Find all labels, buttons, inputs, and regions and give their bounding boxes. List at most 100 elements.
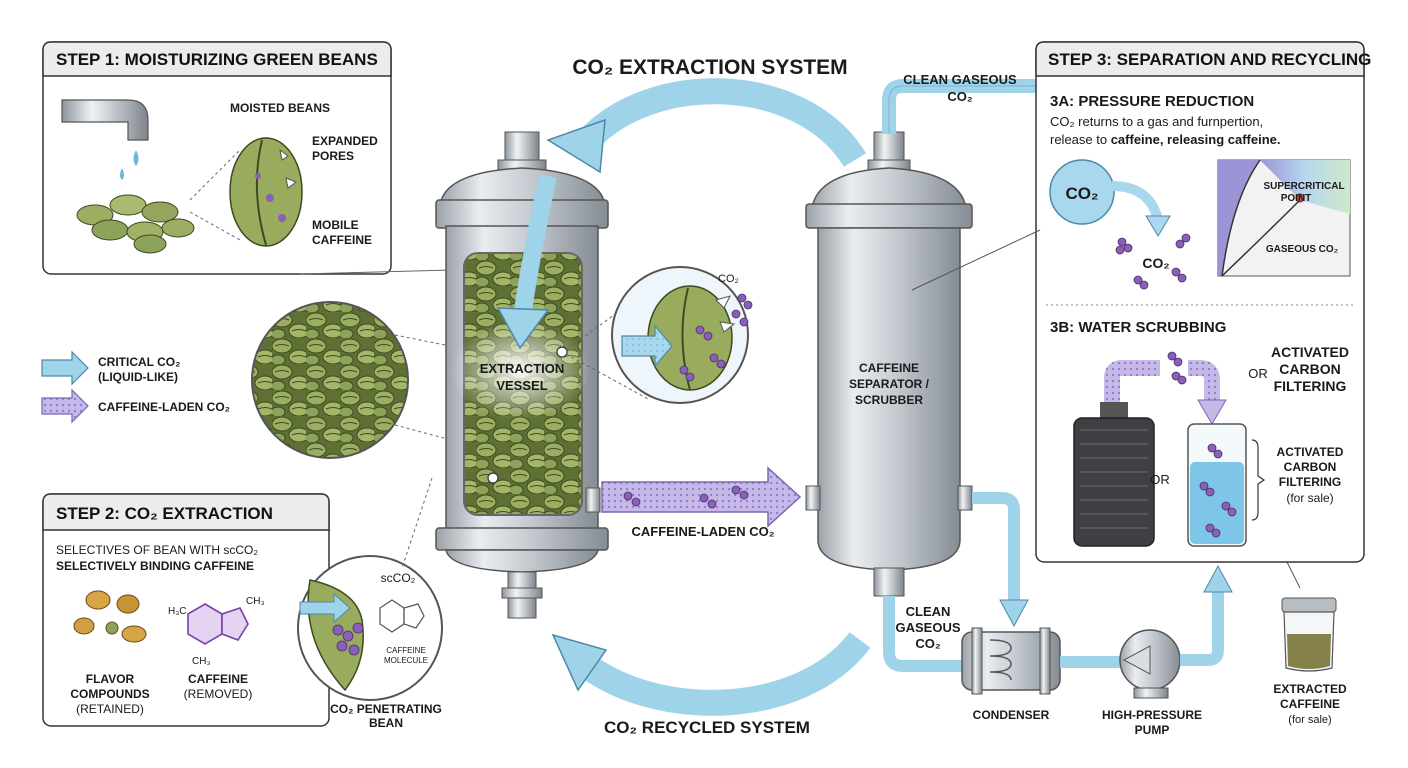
step2-header: STEP 2: CO₂ EXTRACTION [56, 504, 273, 523]
pump-label-1: HIGH-PRESSURE [1102, 708, 1202, 722]
clean-gas-bottom-pipe [883, 596, 962, 672]
activated-top-1: ACTIVATED [1271, 344, 1349, 360]
top-recycle-arrow-body [569, 78, 867, 168]
zoom-co2-label: CO₂ [718, 273, 739, 285]
legend: CRITICAL CO₂ (LIQUID-LIKE) CAFFEINE-LADE… [41, 350, 230, 424]
zoom-line [394, 424, 471, 446]
carbon-flow-arrow [1104, 360, 1160, 402]
vessel-inflow-arrow-body [513, 174, 557, 320]
gaseous-co2-label: GASEOUS CO₂ [1266, 244, 1338, 255]
legend-co2-arrow-icon [41, 350, 89, 386]
step3-panel: STEP 3: SEPARATION AND RECYCLING 3A: PRE… [911, 41, 1371, 563]
expanded-pores-label-1: EXPANDED [312, 134, 378, 148]
moisted-beans-label: MOISTED BEANS [230, 101, 330, 115]
condenser [961, 627, 1061, 695]
caffeine-laden-flow-arrow [601, 466, 802, 528]
up-arrowhead [1203, 564, 1233, 593]
jar-label-1: EXTRACTED [1273, 682, 1347, 696]
activated-side-4: (for sale) [1286, 491, 1333, 505]
callout-line [1240, 559, 1301, 589]
clean-gas-top-label-1: CLEAN GASEOUS [903, 72, 1017, 87]
jar-label-3: (for sale) [1288, 714, 1331, 726]
moist-bean-closeup [229, 137, 303, 247]
recycled-title: CO₂ RECYCLED SYSTEM [604, 718, 810, 737]
water-drop-icon [133, 150, 139, 166]
zoom-line [394, 334, 471, 351]
down-arrowhead [1197, 399, 1227, 425]
clean-gas-bottom-2: GASEOUS [895, 620, 960, 635]
down-arrowhead [999, 599, 1029, 628]
flavor-label-2: COMPOUNDS [70, 687, 149, 701]
step2-desc-2: SELECTIVELY BINDING CAFFEINE [56, 559, 254, 573]
vessel-label-2: VESSEL [496, 378, 547, 393]
activated-side-2: CARBON [1284, 460, 1337, 474]
separator-to-condenser-pipe [972, 492, 1020, 604]
separator-label-3: SCRUBBER [855, 393, 923, 407]
step2-panel: STEP 2: CO₂ EXTRACTION SELECTIVES OF BEA… [42, 493, 330, 727]
clean-gas-top-label-2: CO₂ [947, 89, 973, 104]
step1-header: STEP 1: MOISTURIZING GREEN BEANS [56, 50, 378, 69]
activated-top-3: FILTERING [1274, 378, 1347, 394]
or-mid-label: OR [1150, 472, 1170, 487]
scco2-label: scCO₂ [381, 571, 416, 585]
released-caffeine-icons [1115, 233, 1191, 290]
caffeine-label-1: CAFFEINE [188, 672, 248, 686]
flavor-label-3: (RETAINED) [76, 702, 144, 716]
bean-texture-closeup [251, 301, 409, 459]
caffeine-molecule-icon [187, 603, 249, 645]
pump-label-2: PUMP [1135, 723, 1170, 737]
clean-gas-top-pipe [882, 79, 1040, 134]
molecule-text: H₃C [168, 606, 187, 617]
extracted-caffeine-jar [1281, 597, 1337, 672]
step3b-header: 3B: WATER SCRUBBING [1050, 319, 1226, 336]
expansion-arrowhead [1145, 215, 1171, 237]
step3a-desc-2: release to caffeine, releasing caffeine. [1050, 132, 1281, 147]
co2-penetrating-closeup [297, 477, 443, 701]
bottom-recycle-arrow-body [571, 631, 871, 716]
high-pressure-pump [1119, 629, 1181, 699]
supercritical-label-2: POINT [1281, 193, 1312, 204]
co2-small-label: CO₂ [1142, 255, 1169, 271]
activated-side-3: FILTERING [1279, 475, 1341, 489]
co2-bubble-icon [1049, 159, 1115, 225]
step1-panel: STEP 1: MOISTURIZING GREEN BEANS MOIST [42, 41, 453, 275]
molecule-text: CH₃ [246, 596, 265, 607]
caffeine-label-2: (REMOVED) [184, 687, 253, 701]
brace [1251, 439, 1266, 521]
bean-extraction-closeup [611, 266, 753, 404]
zoom-line [565, 353, 651, 401]
caffeine-molecule-label-1: CAFFEINE [386, 646, 426, 655]
vessel-label-1: EXTRACTION [480, 361, 565, 376]
water-flow-arrow [1188, 360, 1220, 404]
activated-side-1: ACTIVATED [1277, 445, 1344, 459]
step3a-header: 3A: PRESSURE REDUCTION [1050, 93, 1254, 110]
jar-label-2: CAFFEINE [1280, 697, 1340, 711]
legend-critical-co2-1: CRITICAL CO₂ [98, 355, 180, 369]
top-recycle-arrowhead [546, 118, 606, 174]
legend-caffeine-laden: CAFFEINE-LADEN CO₂ [98, 400, 230, 414]
legend-critical-co2-2: (LIQUID-LIKE) [98, 370, 178, 384]
phase-diagram [1217, 159, 1351, 277]
expansion-arrow-body [1111, 181, 1163, 222]
molecule-text: CH₃ [192, 656, 211, 667]
penetrating-label-1: CO₂ PENETRATING [330, 702, 442, 716]
activated-carbon-filter [1073, 402, 1155, 547]
diagram-title: CO₂ EXTRACTION SYSTEM [572, 56, 847, 79]
pump-up-pipe [1180, 590, 1224, 666]
mobile-caffeine-label-2: CAFFEINE [312, 233, 372, 247]
callout-line [911, 229, 1041, 291]
supercritical-label-1: SUPERCRITICAL [1263, 181, 1344, 192]
green-bean-pile [76, 194, 195, 254]
condenser-label: CONDENSER [973, 708, 1050, 722]
water-drop-icon [120, 168, 124, 180]
clean-gas-bottom-3: CO₂ [915, 636, 941, 651]
or-top-label: OR [1248, 366, 1268, 381]
vessel-inflow-arrowhead [496, 307, 550, 350]
legend-caffeine-arrow-icon [41, 388, 89, 424]
separator-label-1: CAFFEINE [859, 361, 919, 375]
expanded-pores-label-2: PORES [312, 149, 354, 163]
caffeine-separator [805, 131, 973, 597]
mobile-caffeine-label-1: MOBILE [312, 218, 359, 232]
